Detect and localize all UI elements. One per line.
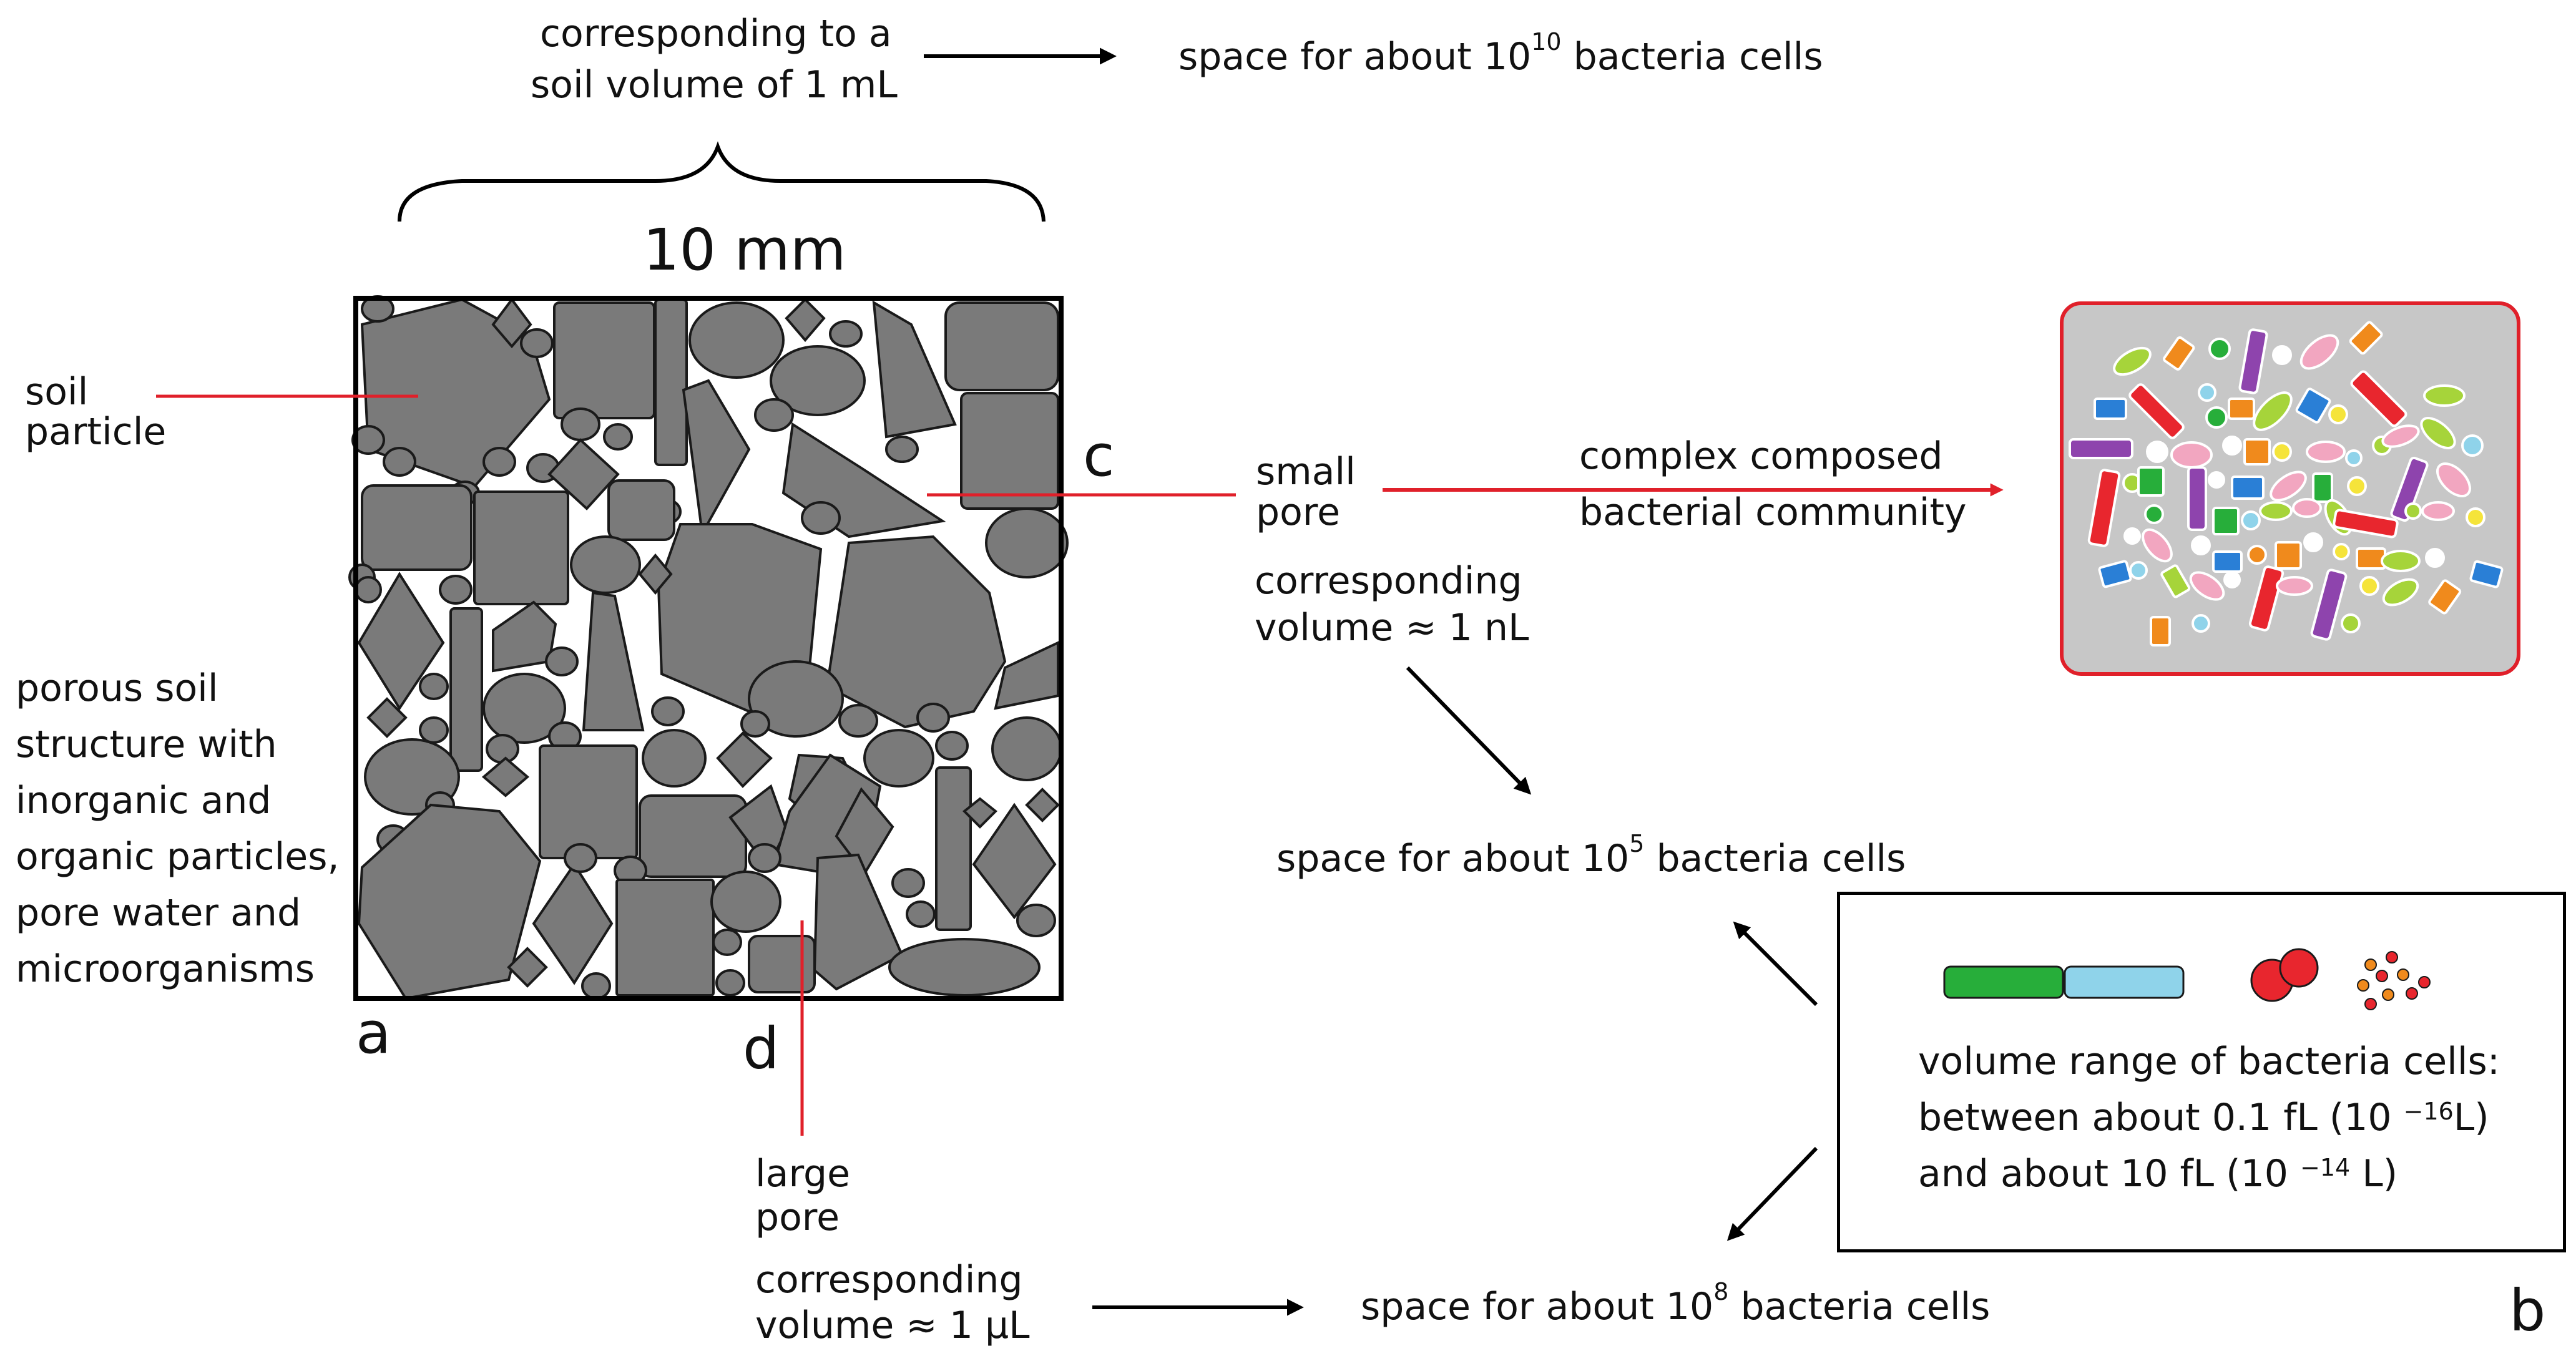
porous-line-6: microorganisms	[16, 947, 315, 991]
porous-line-3: inorganic and	[16, 779, 272, 822]
medium-cell-2	[2279, 948, 2319, 988]
top-label-line1: corresponding to a	[540, 12, 892, 56]
mid-space-exp: 5	[1629, 830, 1645, 857]
top-space-prefix: space for about 10	[1178, 35, 1532, 79]
soil-block	[348, 295, 1069, 1001]
panel-label-d: d	[743, 1015, 780, 1082]
range-line-3-suffix: L)	[2350, 1152, 2398, 1196]
legend-arrow-down	[1726, 1146, 1818, 1241]
porous-line-4: organic particles,	[16, 835, 340, 879]
nl-arrow	[1406, 666, 1532, 795]
bacterial-community-panel	[2060, 301, 2520, 676]
soil-particle-line1: soil	[25, 370, 89, 414]
range-line-3-exp: −14	[2300, 1154, 2351, 1181]
porous-line-5: pore water and	[16, 891, 301, 935]
small-cells	[2357, 951, 2431, 1010]
top-space-suffix: bacteria cells	[1561, 35, 1823, 79]
large-pore-line2: pore	[755, 1196, 840, 1239]
top-label-line2: soil volume of 1 mL	[531, 63, 898, 107]
mid-space-label: space for about 105 bacteria cells	[1276, 830, 1906, 881]
nl-volume-line1: corresponding	[1255, 559, 1522, 603]
community-line1: complex composed	[1579, 434, 1943, 478]
scale-brace	[398, 141, 1046, 222]
range-line-1: volume range of bacteria cells:	[1918, 1040, 2500, 1083]
bottom-space-prefix: space for about 10	[1361, 1285, 1714, 1329]
soil-block-border	[353, 296, 1064, 1001]
porous-description: porous soil structure with inorganic and…	[16, 660, 340, 997]
ul-volume-line1: corresponding	[755, 1258, 1023, 1302]
porous-line-2: structure with	[16, 723, 277, 766]
top-space-exp: 10	[1531, 28, 1562, 56]
legend-arrow-up	[1733, 921, 1818, 1007]
range-line-2-exp: −16	[2403, 1098, 2454, 1125]
porous-line-1: porous soil	[16, 666, 218, 710]
range-line-3-prefix: and about 10 fL (10	[1918, 1152, 2301, 1196]
panel-label-b: b	[2509, 1277, 2546, 1344]
panel-label-c: c	[1083, 422, 1115, 489]
range-line-2: between about 0.1 fL (10 −16L)	[1918, 1090, 2489, 1146]
large-pore-line1: large	[755, 1152, 851, 1196]
small-pore-line2: pore	[1256, 490, 1341, 534]
small-pore-line1: small	[1256, 450, 1356, 494]
top-space-label: space for about 1010 bacteria cells	[1178, 28, 1823, 79]
range-line-2-prefix: between about 0.1 fL (10	[1918, 1096, 2404, 1139]
bottom-space-suffix: bacteria cells	[1728, 1285, 1991, 1329]
large-cell-blue	[2064, 965, 2185, 999]
bacteria-cells	[2069, 321, 2504, 646]
mid-space-suffix: bacteria cells	[1644, 837, 1906, 880]
scale-label: 10 mm	[643, 217, 846, 283]
large-cell-green	[1943, 965, 2064, 999]
mid-space-prefix: space for about 10	[1276, 837, 1630, 880]
panel-label-a: a	[356, 1000, 391, 1066]
soil-particle-line2: particle	[25, 410, 167, 454]
cell-size-icons	[1943, 948, 2431, 1010]
community-line2: bacterial community	[1579, 490, 1967, 534]
range-line-3: and about 10 fL (10 −14 L)	[1918, 1146, 2397, 1202]
cell-size-legend: volume range of bacteria cells: between …	[1837, 892, 2566, 1252]
nl-volume-line2: volume ≈ 1 nL	[1255, 606, 1529, 650]
range-line-2-suffix: L)	[2453, 1096, 2489, 1139]
ul-volume-line2: volume ≈ 1 μL	[755, 1304, 1030, 1347]
bottom-space-label: space for about 108 bacteria cells	[1361, 1278, 1991, 1329]
bottom-space-exp: 8	[1713, 1278, 1729, 1305]
